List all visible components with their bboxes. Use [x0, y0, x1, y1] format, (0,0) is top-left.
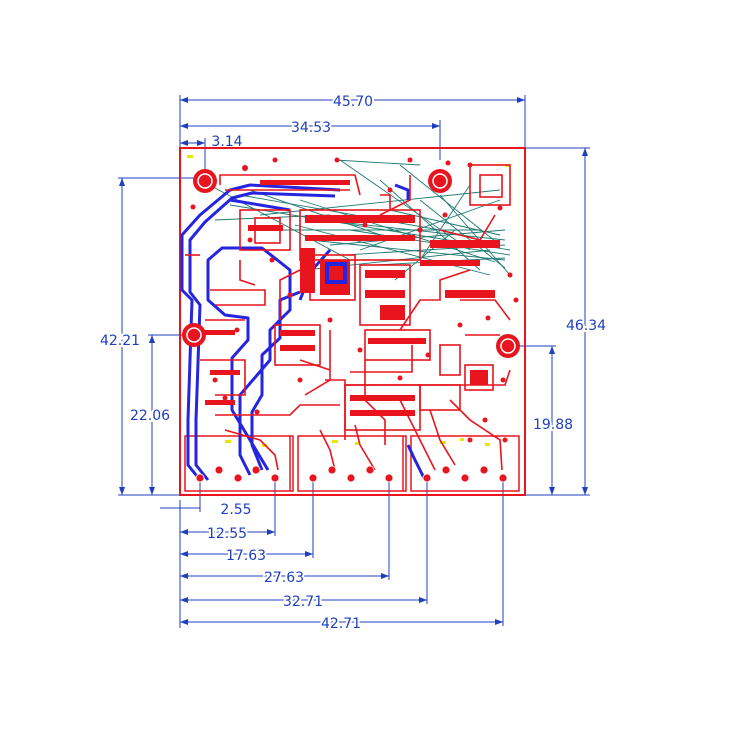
dimension-lines	[118, 95, 590, 628]
dim-right-outer: 46.34	[566, 318, 606, 334]
dimension-arrows	[119, 97, 588, 625]
mounting-hole-top-left	[193, 169, 217, 193]
dim-bottom-2: 12.55	[207, 526, 247, 542]
dim-bottom-1: 2.55	[220, 502, 251, 518]
dim-left-inner: 22.06	[130, 408, 170, 424]
dim-left-outer: 42.21	[100, 333, 140, 349]
connector-pins	[195, 465, 508, 483]
dimension-labels: 45.70 34.53 3.14 42.21 22.06 46.34 19.88…	[98, 92, 608, 634]
dim-bottom-4: 27.63	[264, 570, 304, 586]
dim-top-overall: 45.70	[333, 94, 373, 110]
dim-bottom-6: 42.71	[321, 616, 361, 632]
board-outline	[179, 147, 526, 496]
vias	[190, 157, 519, 443]
dim-right-inner: 19.88	[533, 417, 573, 433]
pcb-board	[179, 147, 526, 496]
dim-bottom-5: 32.71	[283, 594, 323, 610]
connector-frames	[184, 435, 520, 492]
mounting-hole-top-middle	[428, 169, 452, 193]
main-ic	[325, 262, 347, 284]
mounting-holes	[182, 169, 520, 358]
mounting-hole-left	[182, 323, 206, 347]
mounting-hole-right	[496, 334, 520, 358]
dim-bottom-3: 17.63	[226, 548, 266, 564]
dim-top-middle: 34.53	[291, 120, 331, 136]
